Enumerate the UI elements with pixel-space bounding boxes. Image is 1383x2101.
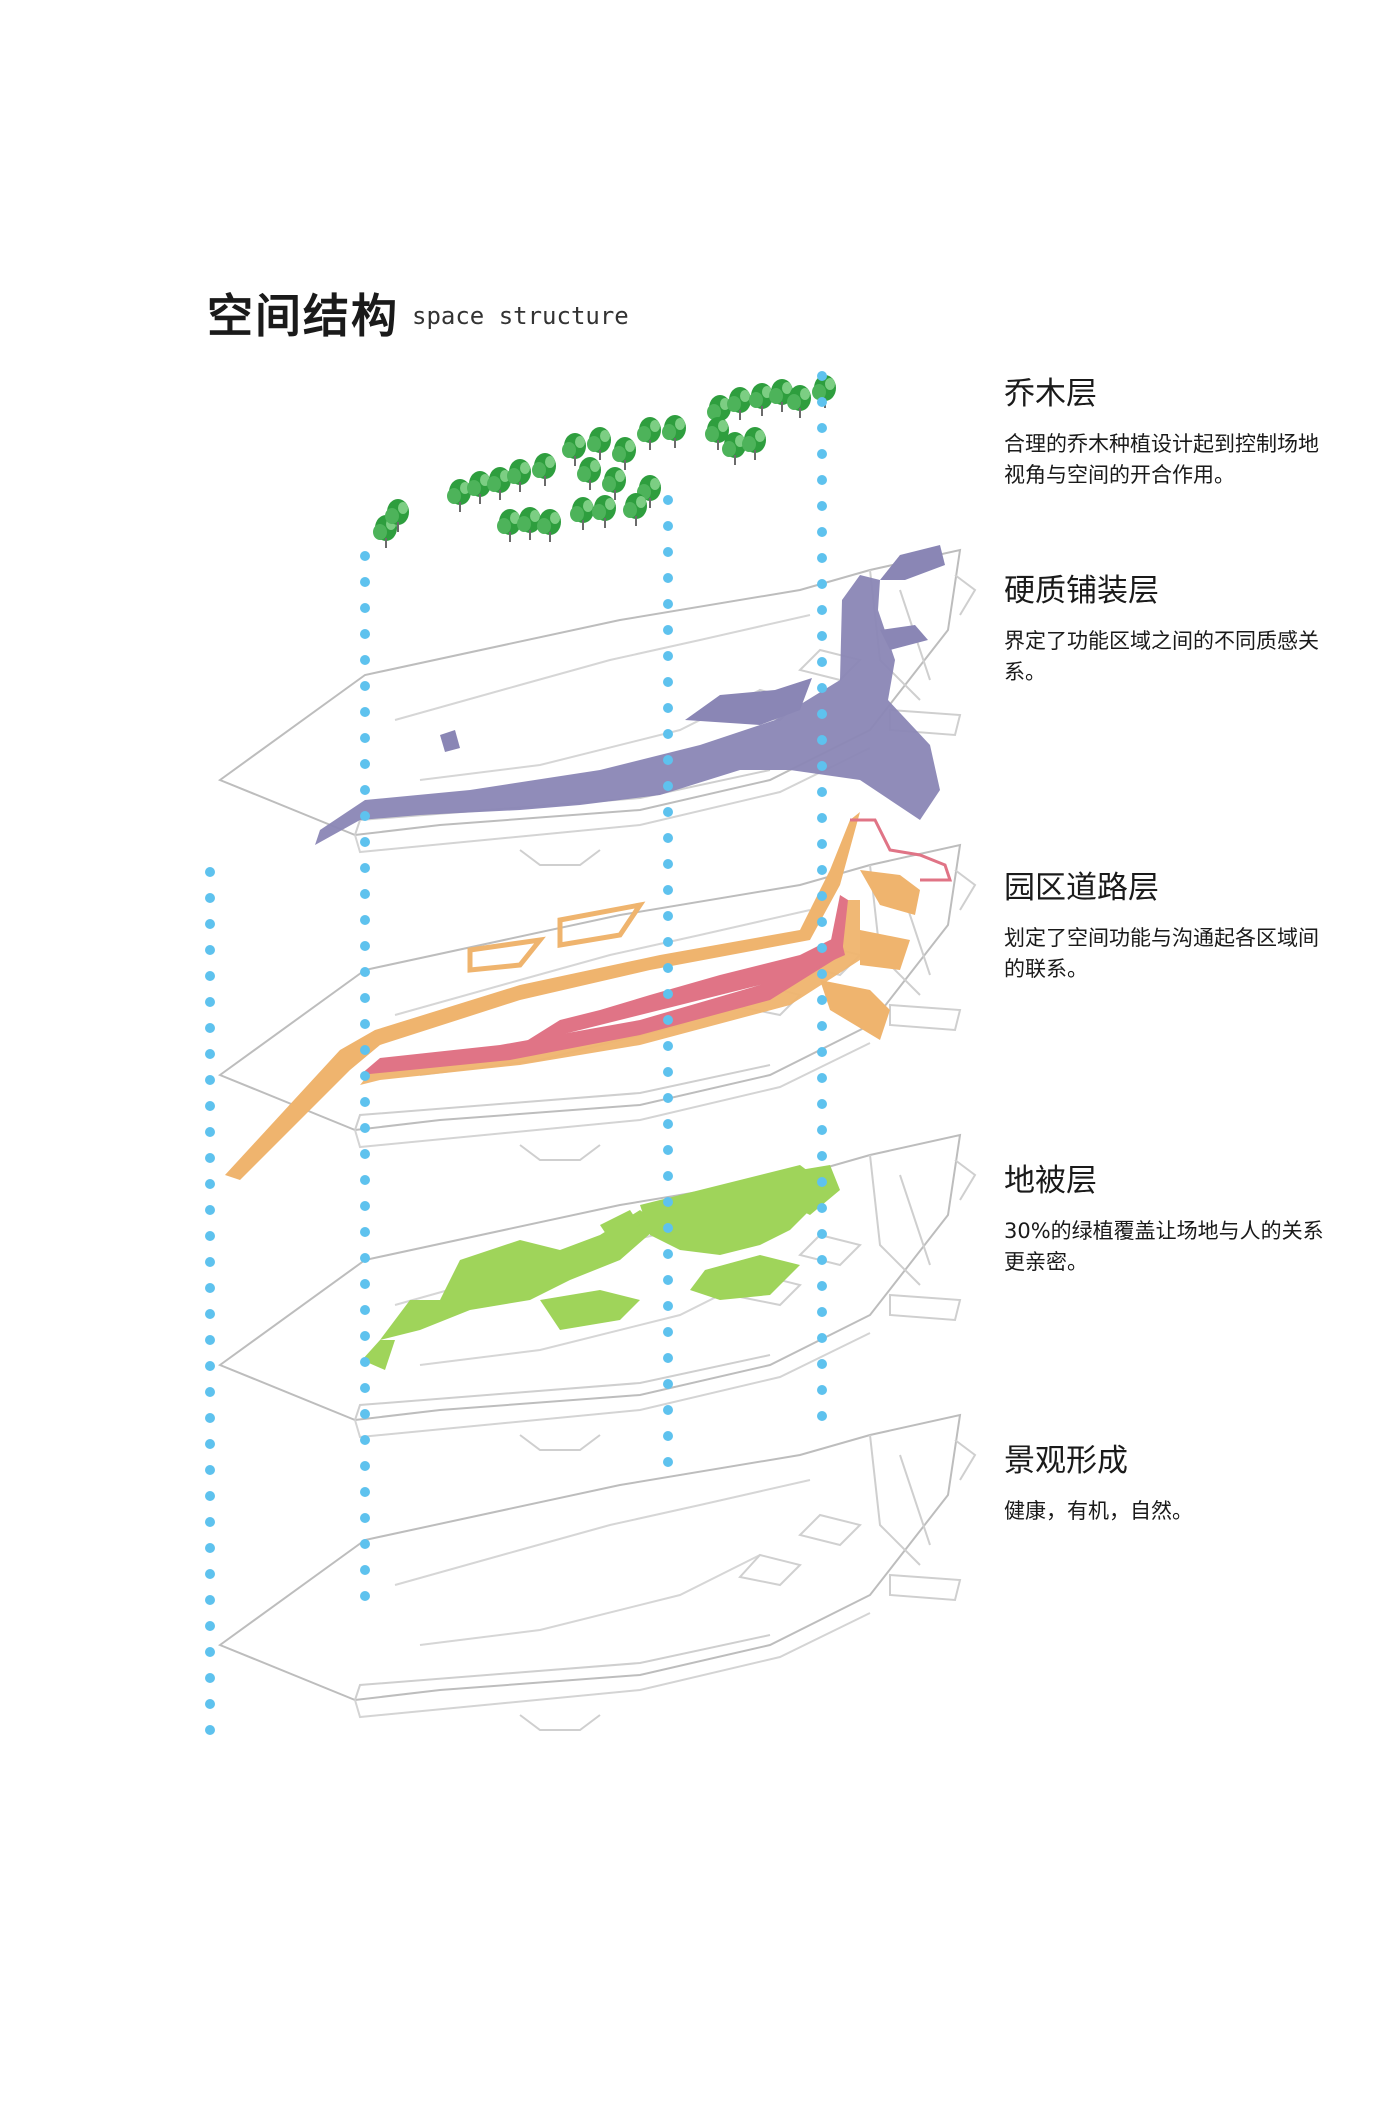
layer-description: 划定了空间功能与沟通起各区域间的联系。 bbox=[1004, 926, 1319, 981]
page-title: 空间结构 bbox=[207, 289, 399, 343]
guide-lines bbox=[205, 371, 827, 1735]
layer-title: 园区道路层 bbox=[1004, 870, 1159, 906]
layer-label-ground: 地被层 30%的绿植覆盖让场地与人的关系更亲密。 bbox=[1004, 1155, 1334, 1278]
tree-icon bbox=[532, 453, 556, 486]
tree-layer bbox=[373, 375, 836, 548]
tree-icon bbox=[447, 479, 471, 512]
page-subtitle: space structure bbox=[412, 302, 629, 330]
layer-title: 硬质铺装层 bbox=[1004, 573, 1159, 609]
tree-icon bbox=[570, 497, 594, 530]
tree-icon bbox=[577, 457, 601, 490]
layer-label-tree: 乔木层 合理的乔木种植设计起到控制场地视角与空间的开合作用。 bbox=[1004, 368, 1334, 491]
tree-icon bbox=[637, 417, 661, 450]
layer-description: 30%的绿植覆盖让场地与人的关系更亲密。 bbox=[1004, 1219, 1324, 1274]
landscape-layer bbox=[219, 1414, 976, 1731]
layer-title: 地被层 bbox=[1004, 1163, 1097, 1199]
tree-icon bbox=[749, 383, 773, 416]
hard-paving-layer bbox=[219, 545, 976, 866]
road-layer bbox=[219, 812, 976, 1180]
tree-icon bbox=[507, 459, 531, 492]
tree-icon bbox=[537, 509, 561, 542]
tree-icon bbox=[727, 387, 751, 420]
tree-icon bbox=[587, 427, 611, 460]
tree-icon bbox=[467, 471, 491, 504]
layer-description: 合理的乔木种植设计起到控制场地视角与空间的开合作用。 bbox=[1004, 432, 1319, 487]
guide-line-4 bbox=[817, 371, 827, 1421]
layer-label-road: 园区道路层 划定了空间功能与沟通起各区域间的联系。 bbox=[1004, 862, 1334, 985]
layer-title: 乔木层 bbox=[1004, 376, 1097, 412]
tree-icon bbox=[662, 415, 686, 448]
tree-icon bbox=[623, 493, 647, 526]
guide-line-1 bbox=[205, 867, 215, 1735]
tree-icon bbox=[592, 495, 616, 528]
layer-description: 界定了功能区域之间的不同质感关系。 bbox=[1004, 629, 1319, 684]
layer-description: 健康，有机，自然。 bbox=[1004, 1499, 1193, 1523]
layer-title: 景观形成 bbox=[1004, 1443, 1128, 1479]
tree-icon bbox=[742, 427, 766, 460]
layer-label-landscape: 景观形成 健康，有机，自然。 bbox=[1004, 1435, 1334, 1527]
ground-cover-layer bbox=[219, 1134, 976, 1451]
layer-label-hard: 硬质铺装层 界定了功能区域之间的不同质感关系。 bbox=[1004, 565, 1334, 688]
guide-line-2 bbox=[360, 551, 370, 1601]
guide-line-3 bbox=[663, 495, 673, 1467]
tree-icon bbox=[612, 437, 636, 470]
tree-icon bbox=[487, 467, 511, 500]
